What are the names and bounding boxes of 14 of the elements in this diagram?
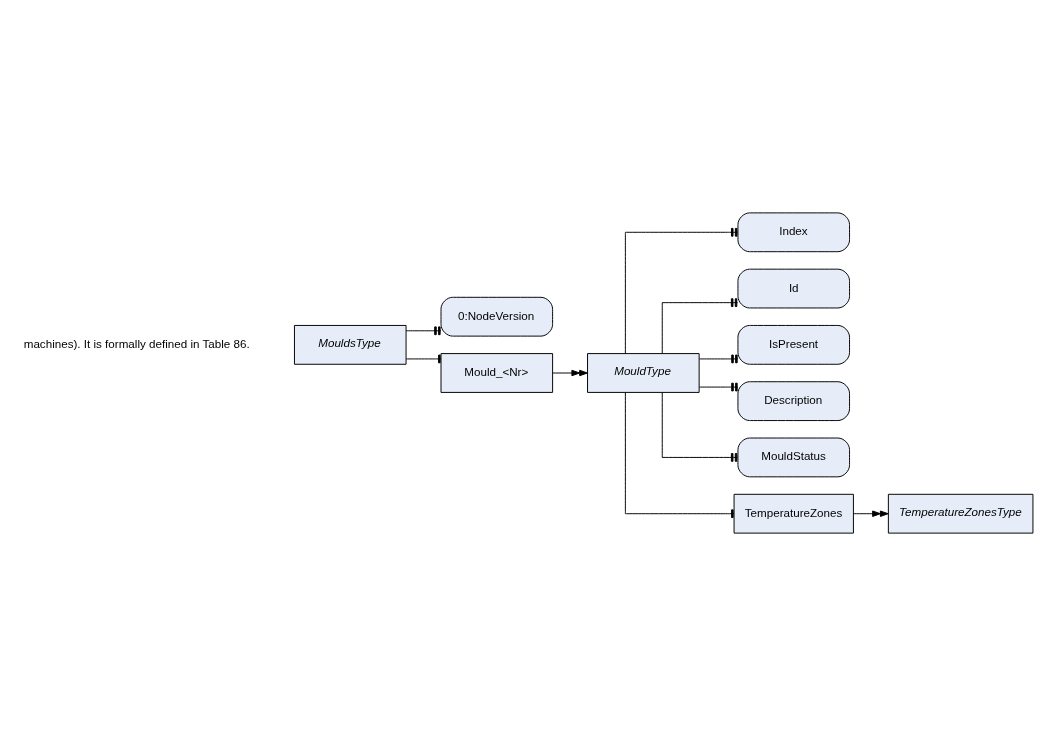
node-box: MouldStatus (737, 437, 851, 478)
connector (405, 354, 442, 364)
node-box: Index (737, 212, 851, 253)
connector (624, 392, 735, 519)
arrow (853, 510, 889, 517)
node-box: MouldType (587, 353, 700, 393)
node-box: Id (737, 268, 851, 309)
connector (698, 382, 739, 392)
node-box: MouldsType (294, 324, 407, 365)
connector (405, 326, 442, 336)
connector (698, 354, 739, 364)
label: machines). It is formally defined in Table 86. (23, 336, 250, 350)
node-box: TemperatureZonesType (887, 493, 1034, 534)
arrow (552, 369, 588, 377)
